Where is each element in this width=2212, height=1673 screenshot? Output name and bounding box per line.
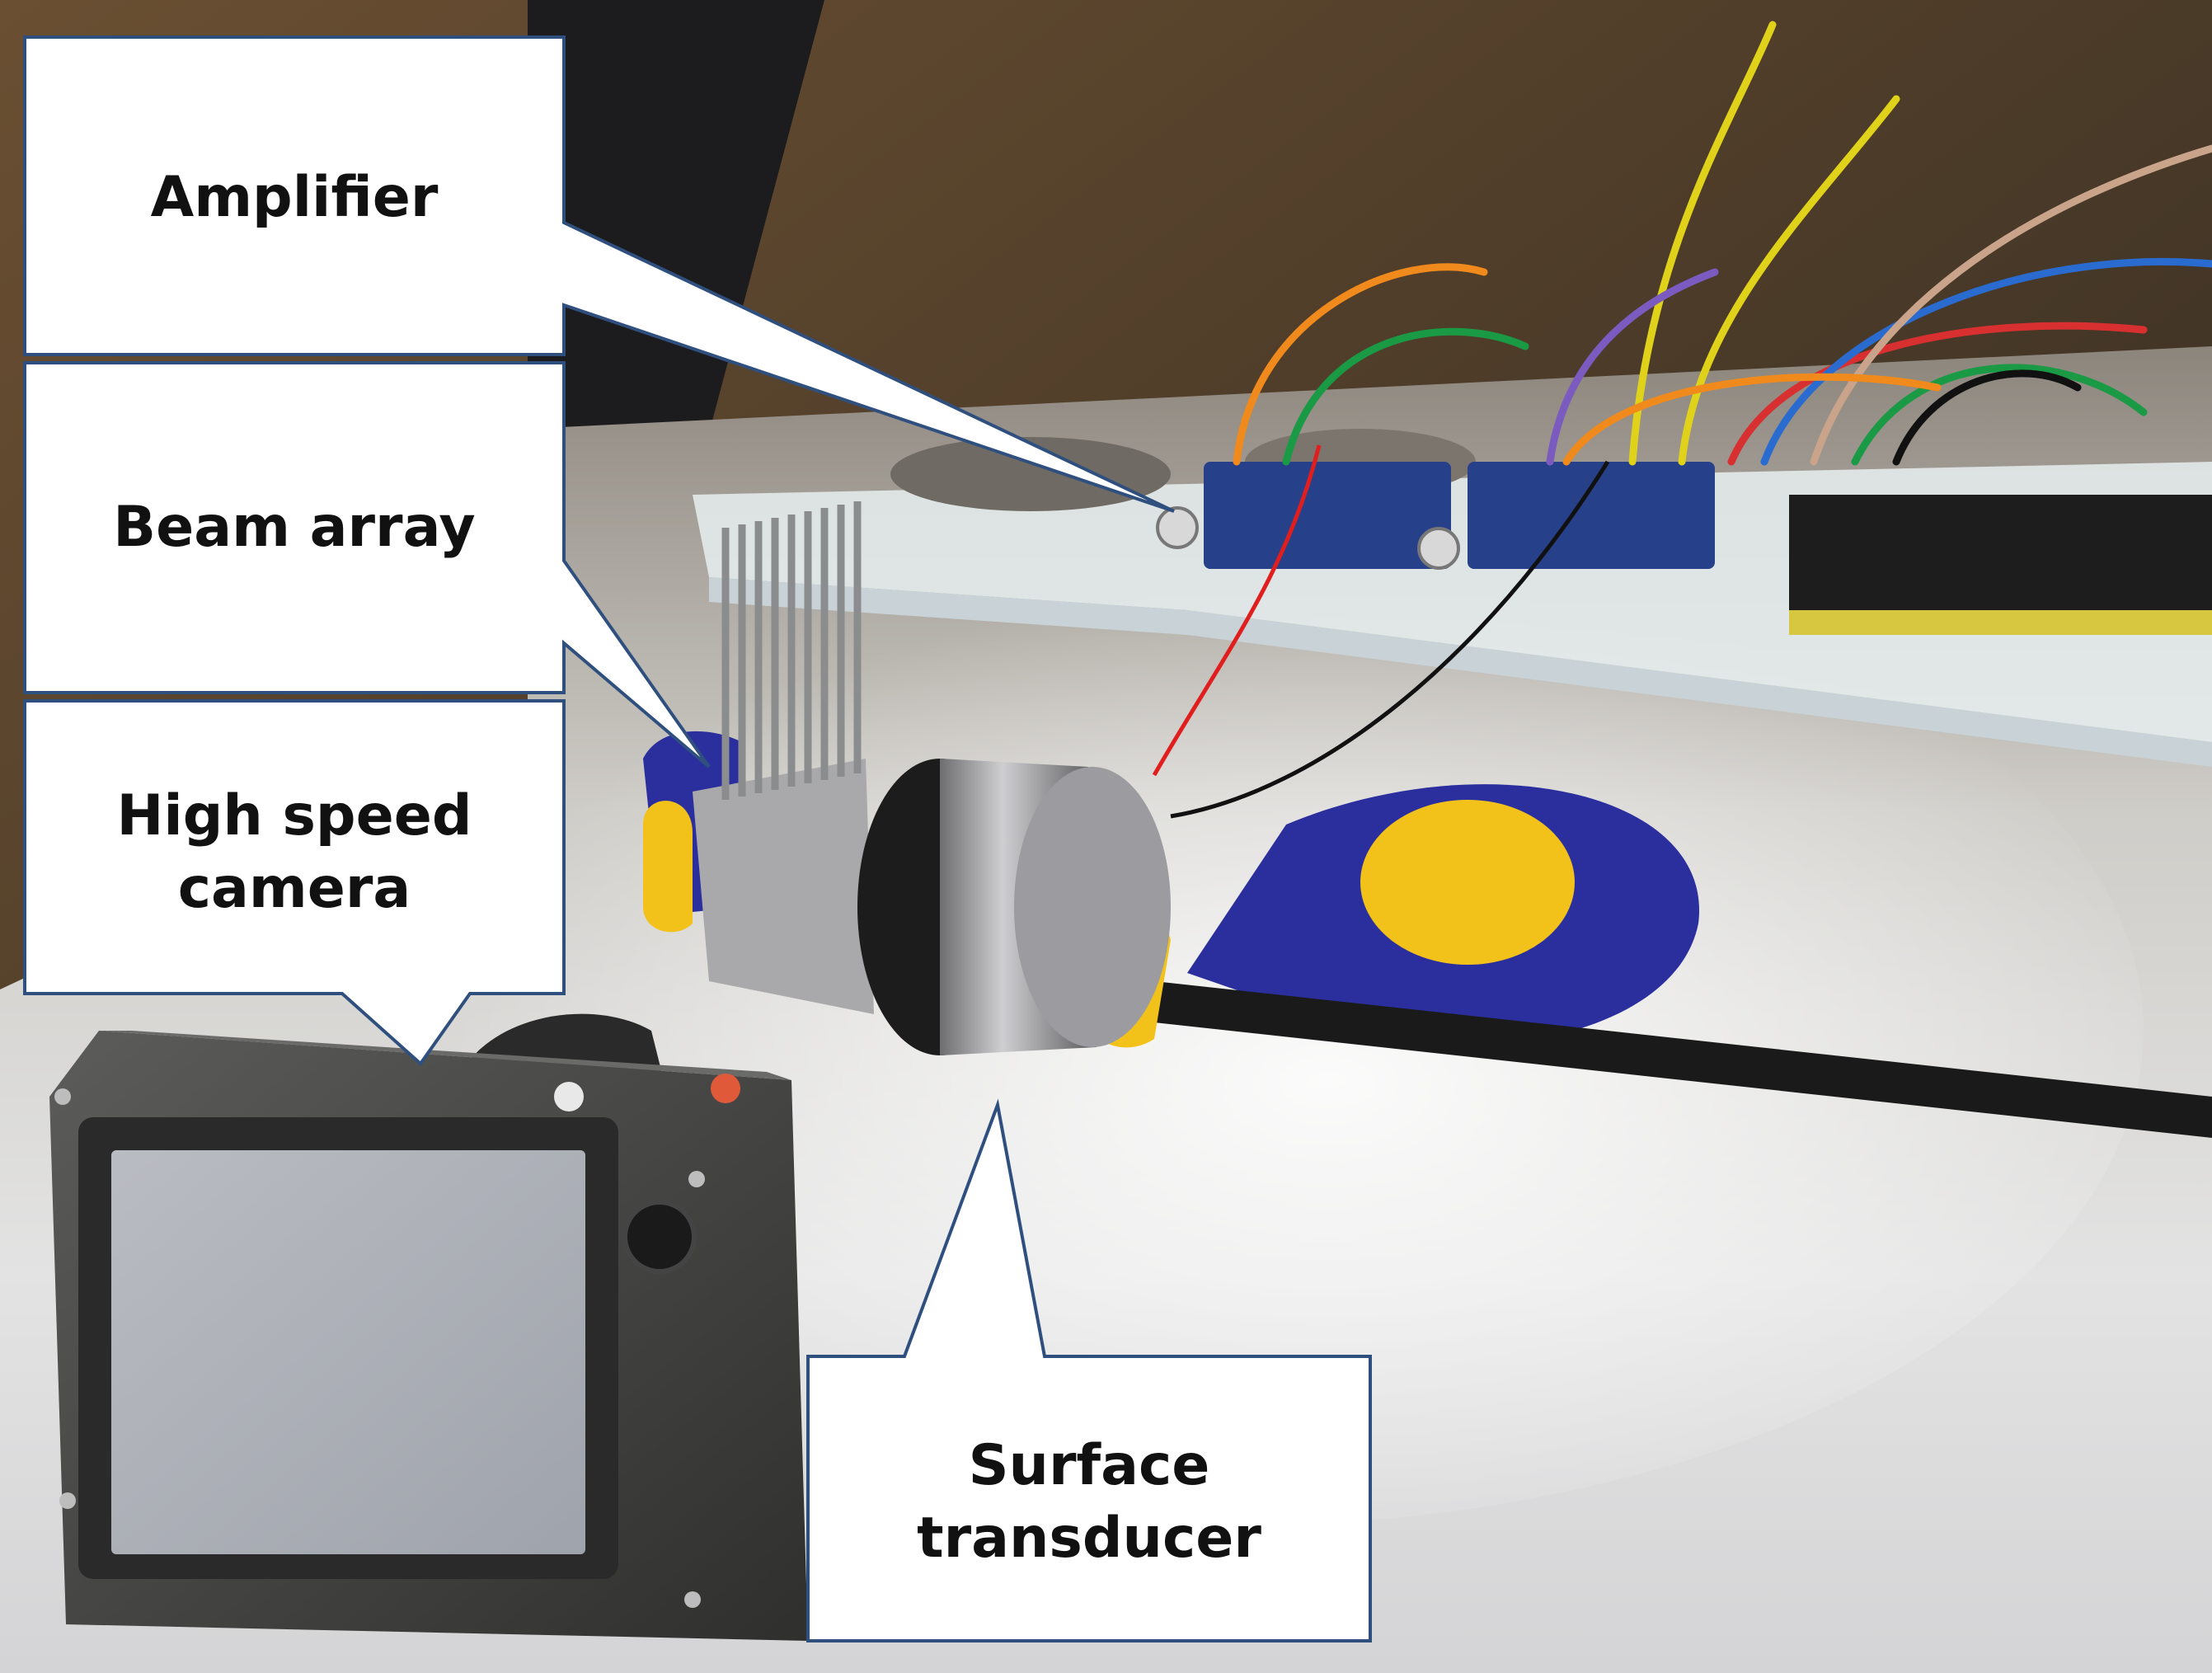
camera-white-button <box>554 1082 584 1111</box>
callout-surface-transducer: Surface transducer <box>806 1098 1372 1642</box>
label-beam-array: Beam array <box>113 495 475 560</box>
potentiometer-knob <box>1417 527 1460 570</box>
transducer-face <box>1014 767 1171 1047</box>
amplifier-module <box>1468 462 1715 569</box>
pcb-strip <box>1789 610 2212 635</box>
label-surface-transducer-line1: Surface <box>969 1433 1210 1498</box>
board-hole <box>890 437 1171 511</box>
camera-record-button <box>711 1074 740 1103</box>
camera-top <box>99 1031 791 1080</box>
label-amplifier: Amplifier <box>151 165 439 230</box>
potentiometer-knob <box>1156 506 1199 549</box>
camera-screw <box>54 1088 71 1105</box>
camera-dial <box>622 1200 697 1274</box>
pin-header <box>1789 495 2212 610</box>
clamp-yellow-pad <box>643 801 693 933</box>
label-surface-transducer-line2: transducer <box>917 1506 1261 1571</box>
black-wire <box>1170 460 1610 819</box>
jumper-wires <box>1233 21 2212 466</box>
callout-beam-array: Beam array <box>23 361 711 768</box>
label-high-speed-camera-line2: camera <box>178 856 411 921</box>
camera-screw <box>684 1591 701 1608</box>
camera-screw <box>59 1492 76 1509</box>
callout-amplifier: Amplifier <box>23 35 1175 513</box>
clamp-bar <box>1154 981 2212 1138</box>
red-wire <box>1152 444 1322 777</box>
clamp-logo-disc <box>1360 800 1575 965</box>
beam-holder <box>693 759 874 1014</box>
acrylic-board-edge <box>709 577 2212 767</box>
beam-array-beams <box>721 501 862 800</box>
callout-high-speed-camera: High speed camera <box>23 699 566 1066</box>
amplifier-module <box>1204 462 1451 569</box>
label-high-speed-camera-line1: High speed <box>116 783 472 848</box>
camera-screen <box>111 1150 585 1554</box>
camera-screw <box>688 1171 705 1187</box>
